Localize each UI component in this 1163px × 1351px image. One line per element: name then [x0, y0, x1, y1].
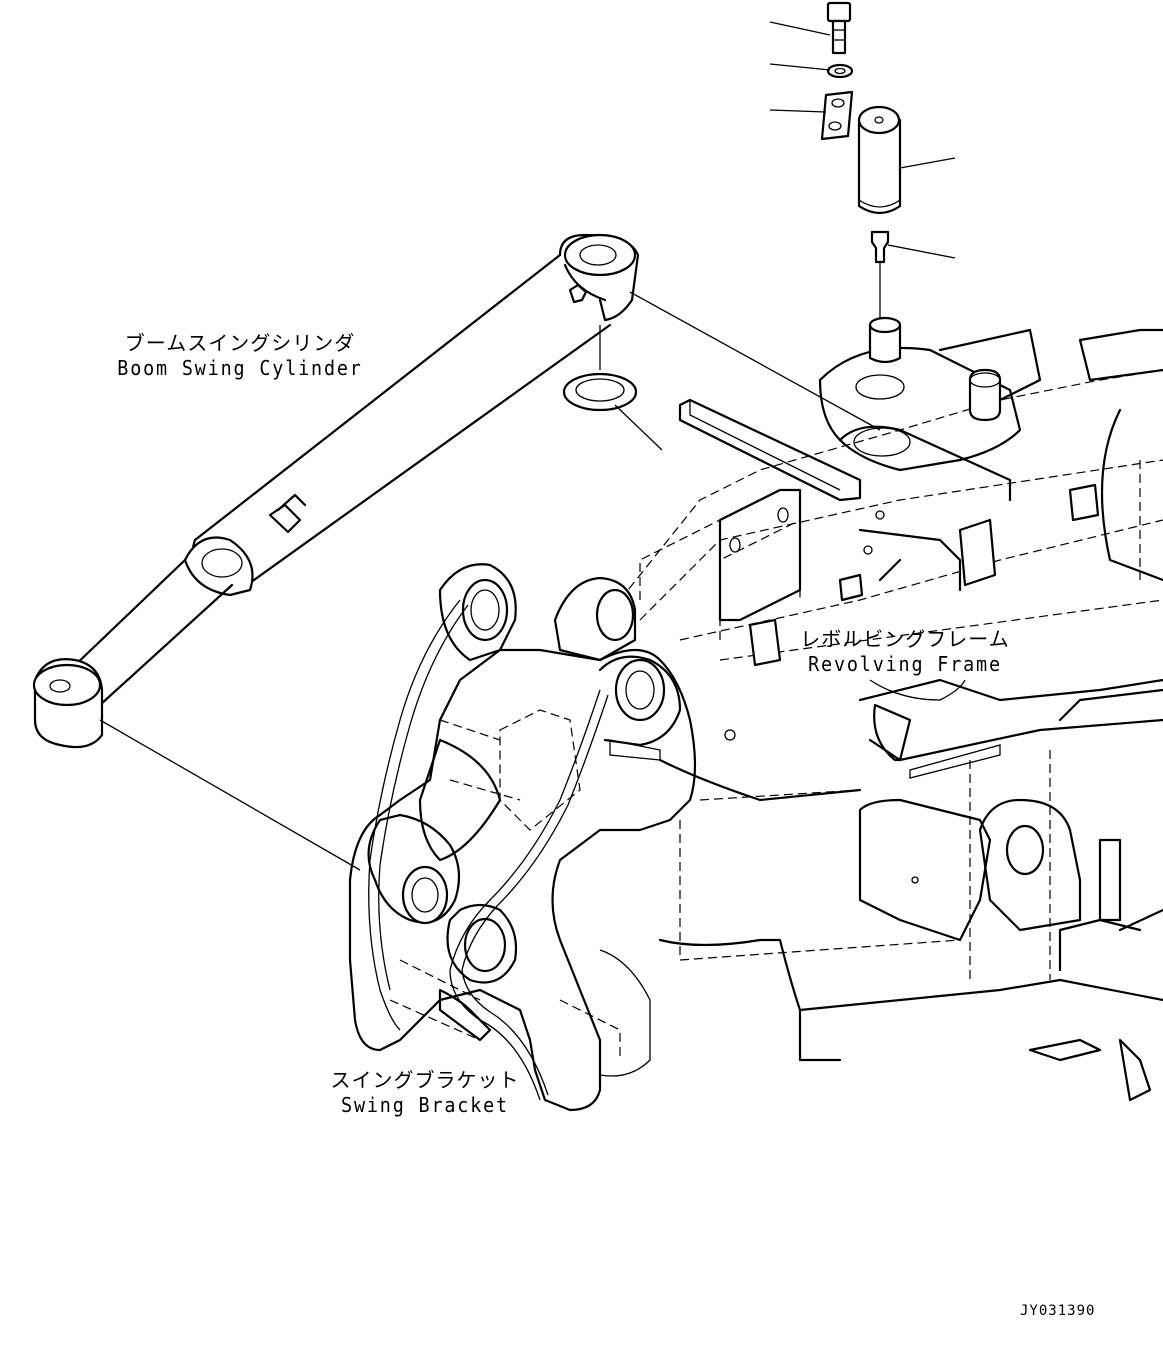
grease-fitting — [870, 230, 890, 320]
swing-bracket-label: スイングブラケット Swing Bracket — [320, 1064, 530, 1117]
pin-boss — [853, 316, 911, 457]
swing-bracket — [348, 563, 697, 1112]
boom-swing-cylinder-en: Boom Swing Cylinder — [117, 356, 363, 380]
revolving-frame-jp: レボルビングフレーム — [800, 627, 1010, 651]
pin — [857, 105, 902, 215]
revolving-frame-label: レボルビングフレーム Revolving Frame — [790, 623, 1020, 676]
boom-swing-cylinder-jp: ブームスイングシリンダ — [124, 331, 356, 355]
mounting-bracket — [678, 398, 862, 622]
drawing-code: JY031390 — [1020, 1303, 1096, 1319]
plate — [820, 90, 854, 141]
revolving-frame-en: Revolving Frame — [808, 652, 1002, 676]
revolving-frame — [619, 328, 1163, 1102]
swing-bracket-jp: スイングブラケット — [330, 1068, 520, 1092]
swing-bracket-en: Swing Bracket — [341, 1093, 509, 1117]
shim — [562, 325, 638, 412]
boom-swing-cylinder-label: ブームスイングシリンダ Boom Swing Cylinder — [100, 327, 380, 380]
bolt — [826, 1, 852, 55]
washer — [826, 63, 854, 79]
leader-lines — [99, 21, 966, 871]
boom-swing-cylinder — [32, 233, 640, 749]
